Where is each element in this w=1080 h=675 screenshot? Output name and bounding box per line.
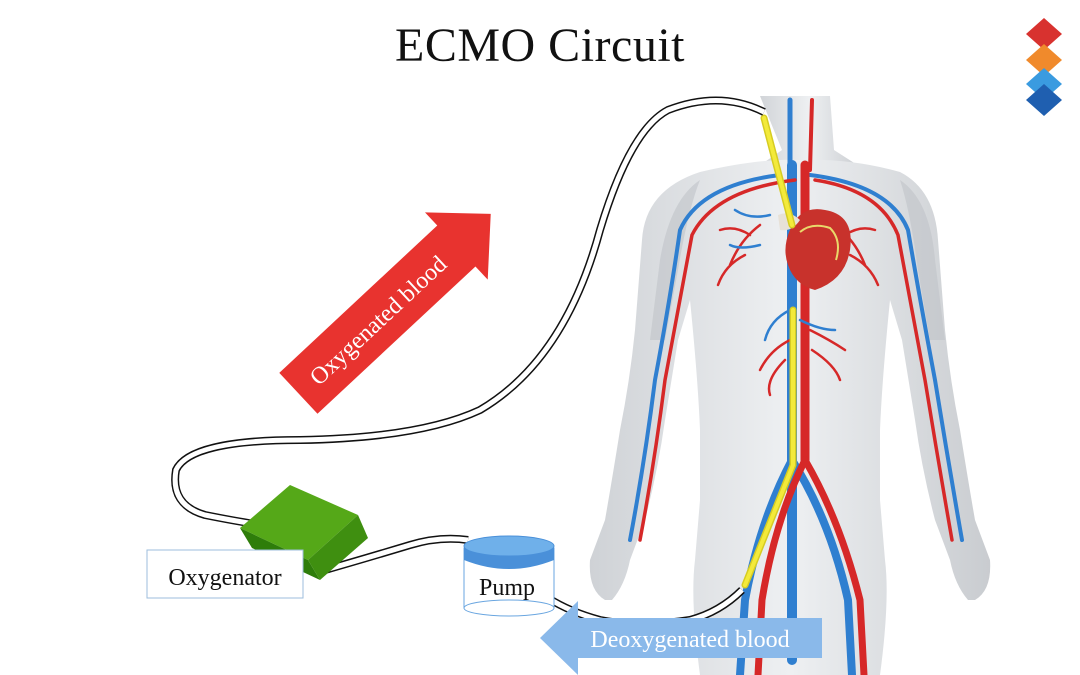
lung-branch-left-blue xyxy=(728,208,772,249)
slide-title: ECMO Circuit xyxy=(395,19,685,72)
drainage-cannula-fill xyxy=(743,308,795,587)
stacked-diamonds-logo xyxy=(1026,18,1062,116)
artery-right-leg xyxy=(801,456,868,675)
logo-diamond-darkblue xyxy=(1026,84,1062,116)
carotid-right xyxy=(808,98,814,172)
oxygenator-side xyxy=(308,515,368,580)
artery-left-leg xyxy=(754,456,809,675)
artery-left-arm xyxy=(638,178,797,542)
artery-right-arm xyxy=(813,178,954,542)
pump-device: Pump xyxy=(463,535,555,617)
abdominal-branch-blue xyxy=(763,308,837,342)
body-neck xyxy=(756,96,862,168)
abdominal-branch-left xyxy=(758,338,792,397)
logo-diamond-orange xyxy=(1026,44,1062,76)
body-shading-right xyxy=(900,180,945,340)
logo-diamond-red xyxy=(1026,18,1062,50)
oxygenated-blood-arrow: Oxygenated blood xyxy=(279,212,491,414)
lung-branch-left xyxy=(716,223,762,287)
pump-label: Pump xyxy=(479,575,535,601)
oxygenator-label-box: Oxygenator xyxy=(146,549,304,599)
vein-left-leg xyxy=(736,456,796,675)
oxygenator-label: Oxygenator xyxy=(168,565,281,591)
deoxygenated-blood-arrow: Deoxygenated blood xyxy=(540,601,822,675)
deoxygenated-blood-label: Deoxygenated blood xyxy=(590,627,789,653)
oxygenator-top xyxy=(240,485,358,560)
oxygenated-blood-label: Oxygenated blood xyxy=(305,251,452,390)
vein-right-arm xyxy=(808,173,964,542)
cannulas xyxy=(741,114,797,589)
vein-left-arm xyxy=(628,173,782,542)
abdominal-branch-right xyxy=(808,328,847,382)
return-cannula-fill xyxy=(762,116,794,227)
